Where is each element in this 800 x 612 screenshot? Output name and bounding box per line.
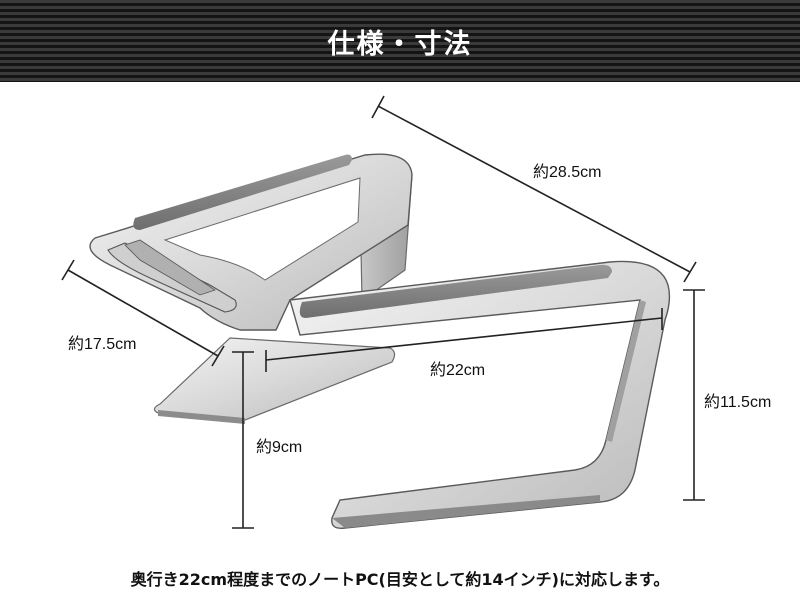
laptop-stand-diagram [61, 95, 705, 529]
length-label: 約28.5cm [533, 164, 602, 181]
rear-pad [133, 154, 352, 230]
footer-note: 奥行き22cm程度までのノートPC(目安として約14インチ)に対応します。 [130, 570, 670, 589]
left-leg [153, 337, 396, 424]
right-arm [289, 260, 671, 529]
top-platform [89, 153, 413, 331]
dimension-lines [61, 95, 705, 529]
width-label: 約17.5cm [68, 336, 137, 353]
front-pad [299, 264, 612, 318]
dim-line-inner-depth [265, 317, 663, 361]
inner-depth-label: 約22cm [430, 362, 486, 379]
banner-title: 仕様・寸法 [327, 28, 473, 60]
title-banner: 仕様・寸法 [0, 0, 800, 82]
height-label: 約11.5cm [704, 394, 772, 411]
dim-line-length [377, 105, 691, 273]
front-height-label: 約9cm [256, 439, 303, 456]
dim-line-width [67, 269, 219, 357]
